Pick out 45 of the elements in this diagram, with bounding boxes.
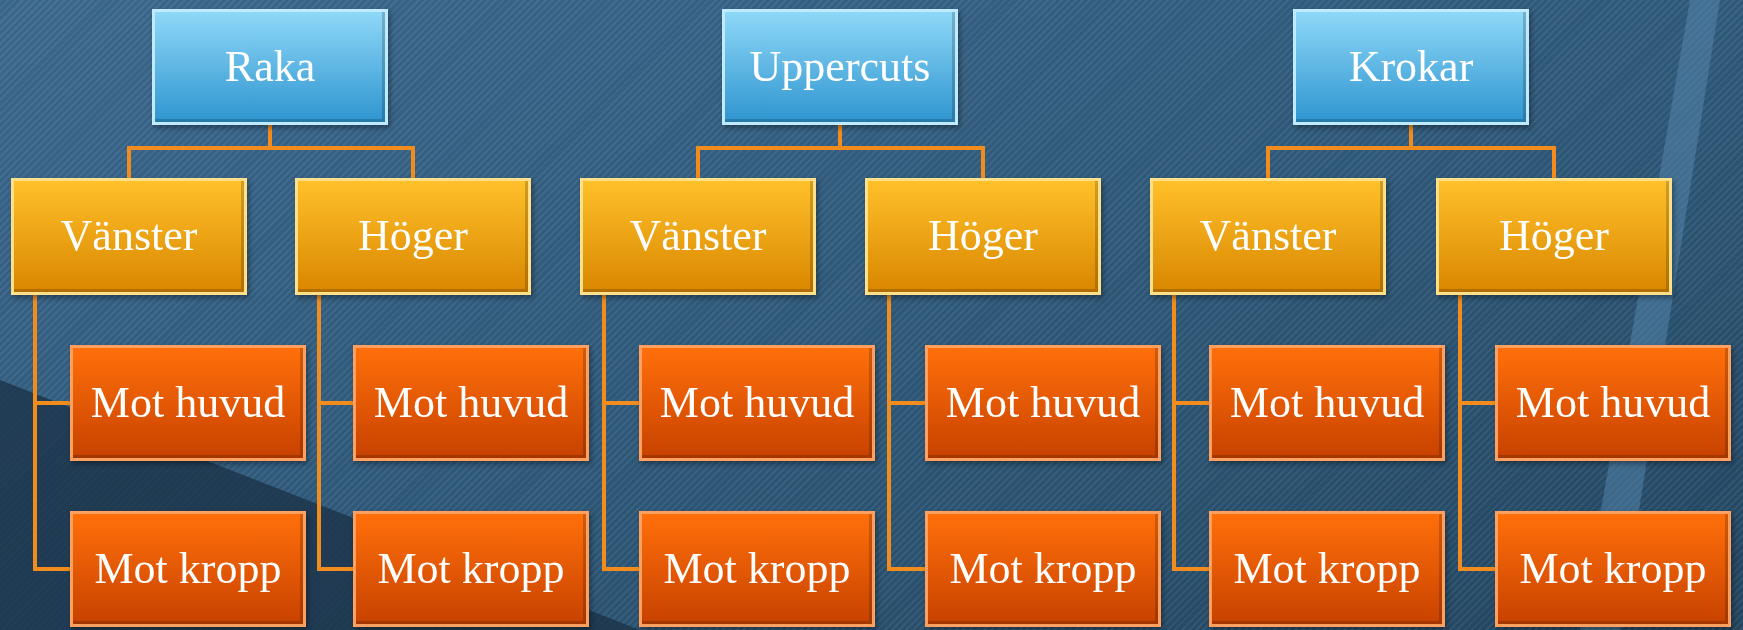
org-box [639, 345, 875, 461]
org-box [1209, 511, 1445, 627]
org-box [1495, 345, 1731, 461]
box-label: Mot kropp [663, 544, 851, 594]
box-label: Vänster [1199, 212, 1337, 261]
box-label: Höger [358, 212, 468, 261]
box-label: Krokar [1348, 42, 1474, 92]
org-box [722, 9, 958, 125]
box-label: Mot kropp [1233, 544, 1421, 594]
box-label: Mot huvud [373, 378, 569, 428]
box-label: Mot huvud [90, 378, 286, 428]
box-label: Mot kropp [1519, 544, 1707, 594]
box-label: Mot huvud [1515, 378, 1711, 428]
org-box [1209, 345, 1445, 461]
org-box [353, 511, 589, 627]
org-box [1150, 178, 1386, 295]
org-box [1436, 178, 1672, 295]
org-box [70, 345, 306, 461]
box-label: Höger [1499, 212, 1609, 261]
org-box [353, 345, 589, 461]
org-box [925, 345, 1161, 461]
org-box [925, 511, 1161, 627]
org-box [1495, 511, 1731, 627]
box-label: Vänster [629, 212, 767, 261]
connector-line [887, 295, 925, 571]
box-label: Mot kropp [94, 544, 282, 594]
org-box [152, 9, 388, 125]
box-label: Mot kropp [949, 544, 1137, 594]
org-box [639, 511, 875, 627]
box-label: Mot huvud [1229, 378, 1425, 428]
box-label: Mot huvud [945, 378, 1141, 428]
box-label: Raka [224, 42, 316, 92]
connector-line [1458, 295, 1495, 571]
connector-line [1172, 295, 1209, 571]
box-label: Höger [928, 212, 1038, 261]
box-label: Uppercuts [749, 42, 931, 92]
box-label: Mot huvud [659, 378, 855, 428]
org-box [11, 178, 247, 295]
org-box [580, 178, 816, 295]
org-box [70, 511, 306, 627]
box-label: Vänster [60, 212, 198, 261]
org-box [295, 178, 531, 295]
org-box [865, 178, 1101, 295]
box-label: Mot kropp [377, 544, 565, 594]
org-box [1293, 9, 1529, 125]
